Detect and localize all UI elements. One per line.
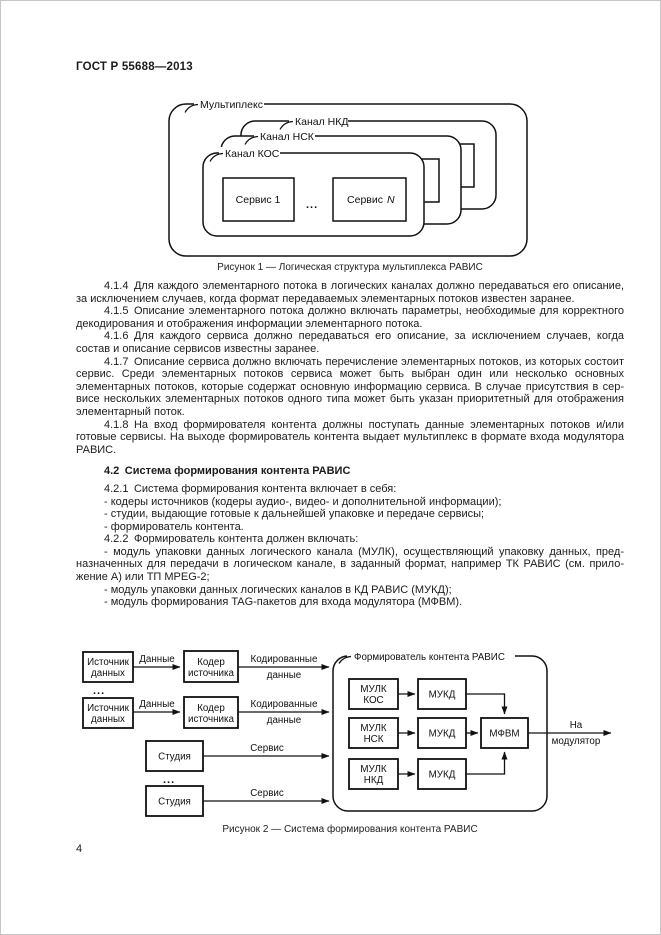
- studio-1-label: Студия: [158, 752, 191, 763]
- figure-1-multiplex-structure: ... Сервис 1 Сервис N Мультиплекс Канал …: [168, 98, 528, 257]
- data-source-2-line1: Источник: [87, 703, 130, 714]
- data-source-2-box: [82, 697, 134, 729]
- channel-nkd-label: Канал НКД: [295, 116, 348, 128]
- mulk-kos-box: [348, 678, 399, 710]
- paragraph-4-1-6: 4.1.6 Для каждого сервиса должно передав…: [76, 330, 624, 355]
- source-coder-2-box: [183, 696, 239, 729]
- paragraph-4-1-4: 4.1.4 Для каждого элементарного потока в…: [76, 280, 624, 305]
- channel-kos-label-gap: [219, 147, 280, 160]
- data-source-1-line1: Источник: [87, 657, 130, 668]
- mukd-1-box: [417, 678, 467, 710]
- coded-data-label-2b: данные: [267, 715, 302, 726]
- figure-2-content-system: Источник данных Кодер источника ... Исто…: [82, 650, 612, 817]
- content-former-label-gap: [347, 650, 515, 663]
- data-source-1-box: [82, 651, 134, 683]
- sources-ellipsis: ...: [93, 685, 105, 697]
- multiplex-label-hook: [184, 103, 199, 113]
- service-1-label: Сервис 1: [236, 194, 281, 206]
- channel-kos-label-hook: [209, 152, 224, 162]
- source-coder-1-line1: Кодер: [197, 657, 225, 668]
- paragraph-4-2-1: 4.2.1 Система формирования контента вклю…: [104, 482, 397, 495]
- mukd-3-label: МУКД: [429, 770, 456, 781]
- page-number: 4: [76, 843, 83, 855]
- paragraph-4-1-8: 4.1.8 На вход формирователя контента дол…: [76, 418, 624, 456]
- data-source-1-line2: данных: [91, 668, 125, 679]
- list-item-mfvm: - модуль формирования TAG-пакетов для вх…: [104, 596, 463, 609]
- figure-1-caption: Рисунок 1 — Логическая структура мультип…: [217, 262, 483, 273]
- mukd-2-label: МУКД: [429, 729, 456, 740]
- mfvm-box: [480, 717, 529, 749]
- mulk-nsk-line1: МУЛК: [360, 723, 386, 734]
- services-ellipsis: ...: [306, 199, 318, 211]
- service-n-variable: N: [387, 194, 395, 206]
- studio-1-box: [145, 740, 204, 772]
- to-modulator-line2: модулятор: [552, 736, 601, 747]
- studio-2-box: [145, 785, 204, 817]
- multiplex-label: Мультиплекс: [200, 99, 263, 111]
- service-n-label: Сервис: [347, 194, 383, 206]
- service-n-box: [332, 177, 407, 222]
- channel-nkd-label-gap: [289, 115, 348, 128]
- multiplex-label-gap: [194, 98, 264, 111]
- mulk-nkd-box: [348, 758, 399, 790]
- list-item-mulk: - модуль упаковки данных логического кан…: [76, 545, 624, 584]
- channel-nsk-label-hook: [244, 135, 259, 145]
- body-text: 4.1.4 Для каждого элементарного потока в…: [76, 280, 624, 609]
- list-item-mukd: - модуль упаковки данных логических кана…: [104, 583, 452, 596]
- paragraph-4-2-2: 4.2.2 Формирователь контента должен вклю…: [104, 533, 359, 546]
- channel-nsk-label: Канал НСК: [260, 131, 315, 143]
- mulk-kos-line2: КОС: [363, 695, 383, 706]
- channel-nkd-label-hook: [279, 120, 294, 130]
- content-former-label: Формирователь контента РАВИС: [354, 652, 505, 663]
- list-item-coders: - кодеры источников (кодеры аудио-, виде…: [104, 495, 502, 508]
- mulk-kos-line1: МУЛК: [360, 684, 386, 695]
- service-1-box: [222, 177, 295, 222]
- figure-2-caption: Рисунок 2 — Система формирования контент…: [222, 824, 478, 835]
- data-label-2: Данные: [139, 699, 175, 710]
- heading-4-2: 4.2 Система формирования контента РАВИС: [104, 465, 351, 478]
- source-coder-2-line2: источника: [188, 714, 234, 725]
- studios-ellipsis: ...: [163, 774, 175, 786]
- mukd-3-box: [417, 758, 467, 790]
- mukd-2-box: [417, 717, 467, 749]
- studio-2-label: Студия: [158, 797, 191, 808]
- coded-data-label-1a: Кодированные: [251, 654, 318, 665]
- list-item-content-former: - формирователь контента.: [104, 520, 244, 533]
- service-label-1: Сервис: [250, 743, 284, 754]
- source-coder-2-line1: Кодер: [197, 703, 225, 714]
- service-label-2: Сервис: [250, 788, 284, 799]
- source-coder-1-box: [183, 650, 239, 683]
- paragraph-4-1-5: 4.1.5 Описание элементарного потока долж…: [76, 305, 624, 330]
- content-former-label-hook: [338, 655, 352, 664]
- data-source-2-line2: данных: [91, 714, 125, 725]
- coded-data-label-1b: данные: [267, 670, 302, 681]
- channel-kos-label: Канал КОС: [225, 148, 280, 160]
- mfvm-label: МФВМ: [489, 729, 519, 740]
- data-label-1: Данные: [139, 654, 175, 665]
- mulk-nsk-box: [348, 717, 399, 749]
- channel-nsk-label-gap: [254, 130, 315, 143]
- mulk-nkd-line2: НКД: [364, 775, 384, 786]
- document-header: ГОСТ Р 55688—2013: [76, 61, 193, 73]
- coded-data-label-2a: Кодированные: [251, 699, 318, 710]
- arrow-mukd3-mfvm: [466, 751, 508, 775]
- paragraph-4-1-7: 4.1.7 Описание сервиса должно включать п…: [76, 355, 624, 418]
- mulk-nkd-line1: МУЛК: [360, 764, 386, 775]
- list-item-studios: - студии, выдающие готовые к дальнейшей …: [104, 508, 485, 521]
- mukd-1-label: МУКД: [429, 690, 456, 701]
- mulk-nsk-line2: НСК: [364, 734, 384, 745]
- source-coder-1-line2: источника: [188, 668, 234, 679]
- to-modulator-line1: На: [570, 720, 583, 731]
- arrow-mukd1-mfvm: [466, 693, 508, 715]
